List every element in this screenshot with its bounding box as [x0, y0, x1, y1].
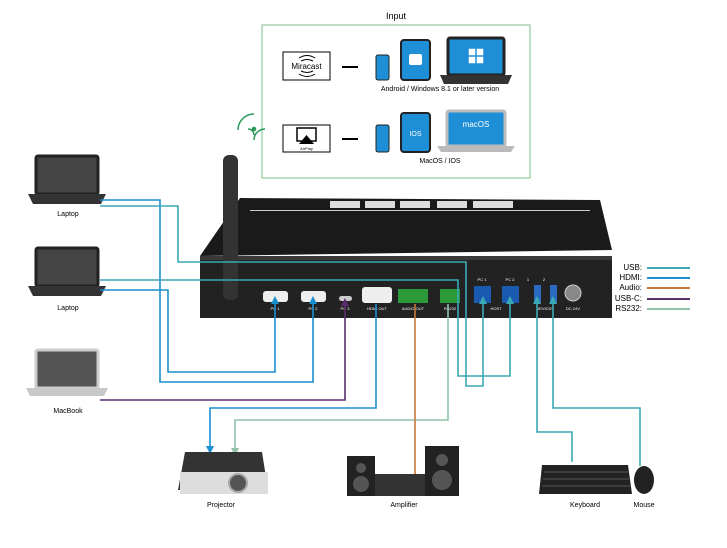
mouse: Mouse [633, 466, 655, 509]
antenna [223, 155, 238, 300]
svg-text:AUDIO OUT: AUDIO OUT [402, 306, 425, 311]
svg-text:PC 2: PC 2 [506, 277, 516, 282]
keyboard-cable [533, 296, 573, 462]
laptop-1: Laptop [28, 154, 106, 218]
svg-text:DC 24V: DC 24V [566, 306, 580, 311]
hdmi-out-cable [206, 304, 377, 454]
audio-out-port [398, 289, 428, 303]
mouse-cable [549, 296, 641, 466]
mac-caption: MacOS / IOS [419, 158, 461, 165]
svg-text:Laptop: Laptop [57, 305, 79, 312]
miracast-logo: Miracast [282, 51, 331, 81]
usb-cable-laptop2 [100, 279, 514, 377]
legend-usb: USB: [623, 263, 642, 272]
dash [342, 66, 358, 68]
legend-hdmi: HDMI: [619, 273, 642, 282]
svg-text:HDMI OUT: HDMI OUT [367, 306, 387, 311]
legend-audio: Audio: [619, 283, 642, 292]
svg-text:Mouse: Mouse [633, 502, 654, 509]
legend-rs232: RS232: [615, 304, 642, 313]
android-devices [375, 36, 512, 84]
android-icon [409, 54, 422, 65]
projector: Projector [178, 452, 268, 509]
input-title: Input [386, 11, 407, 21]
svg-text:AirPlay: AirPlay [300, 146, 313, 151]
legend: USB: HDMI: Audio: USB-C: RS232: [615, 263, 690, 313]
usb-device-1 [534, 285, 541, 303]
svg-text:MacBook: MacBook [53, 408, 83, 415]
hdmi-out-port [362, 287, 392, 303]
svg-text:HOST: HOST [490, 306, 502, 311]
hdmi-cable-laptop1 [100, 199, 317, 383]
dc-power-port [564, 284, 582, 302]
airplay-logo: AirPlay [282, 124, 331, 153]
svg-text:PC 1: PC 1 [478, 277, 488, 282]
windows-icon [467, 47, 485, 65]
svg-text:IOS: IOS [409, 131, 421, 138]
svg-text:macOS: macOS [463, 120, 490, 129]
rs232-port [440, 289, 460, 303]
laptop-2: Laptop [28, 246, 106, 312]
legend-usbc: USB-C: [615, 294, 642, 303]
amplifier: Amplifier [347, 446, 459, 509]
android-caption: Android / Windows 8.1 or later version [381, 86, 499, 93]
macbook: MacBook [26, 348, 108, 415]
svg-text:1: 1 [527, 277, 530, 282]
svg-text:DEVICES: DEVICES [536, 306, 554, 311]
usbc-cable-macbook [100, 298, 349, 401]
usb-cable-laptop1 [100, 205, 487, 387]
svg-text:Laptop: Laptop [57, 211, 79, 218]
svg-text:Miracast: Miracast [291, 62, 322, 71]
svg-text:Amplifier: Amplifier [390, 502, 418, 509]
keyboard: Keyboard [539, 465, 632, 509]
wifi-icon [237, 113, 266, 141]
usb-device-2 [550, 285, 557, 303]
usbc-port-pc3 [339, 296, 352, 301]
svg-text:Keyboard: Keyboard [570, 502, 600, 509]
apple-devices: IOS macOS [375, 109, 515, 153]
svg-text:Projector: Projector [207, 502, 236, 509]
svg-text:RS232: RS232 [444, 306, 457, 311]
dash [342, 138, 358, 140]
hdmi-cable-laptop2 [100, 289, 279, 373]
rs232-cable [231, 304, 449, 456]
svg-text:2: 2 [543, 277, 546, 282]
presentation-switcher [200, 198, 612, 318]
